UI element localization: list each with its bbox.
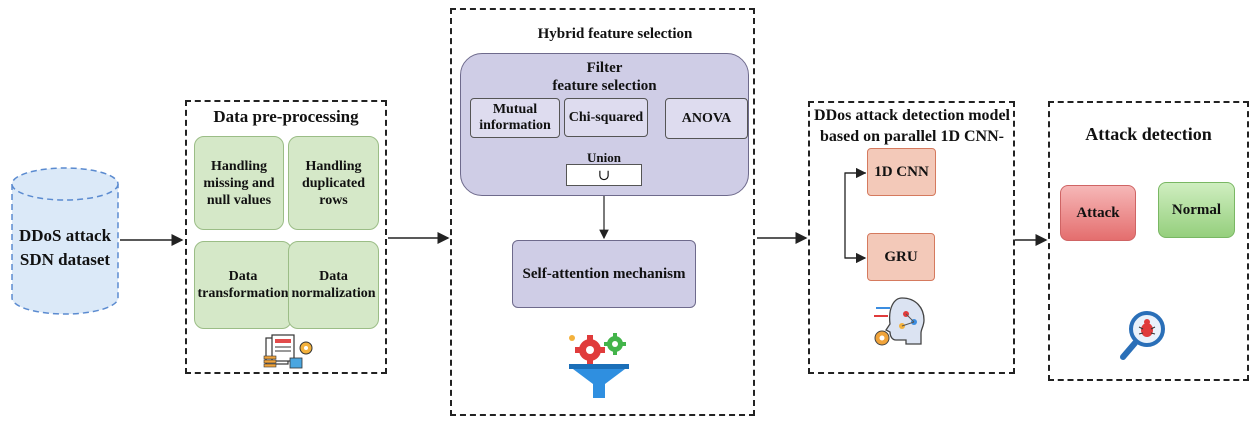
- hybrid-title: Hybrid feature selection: [537, 26, 693, 42]
- method-anova: ANOVA: [665, 98, 748, 139]
- dataset-cylinder: DDoS attack SDN dataset: [10, 166, 120, 316]
- normal-box: Normal: [1158, 182, 1235, 238]
- ai-head-icon: [874, 297, 925, 346]
- model-panel: [808, 101, 1015, 374]
- branch-1d-cnn: 1D CNN: [867, 148, 936, 196]
- dataset-label-line2: SDN dataset: [19, 250, 111, 269]
- union-symbol: ∪: [597, 167, 611, 184]
- attack-box: Attack: [1060, 185, 1136, 241]
- method-chi-squared: Chi-squared: [564, 98, 648, 137]
- documents-gear-icon: [263, 334, 313, 369]
- preproc-item-transformation: Data transformation: [194, 241, 292, 329]
- preprocessing-panel: [185, 100, 387, 374]
- database-cylinder-icon: [11, 167, 119, 315]
- preproc-item-missing: Handling missing and null values: [194, 136, 284, 230]
- union-label: Union: [587, 150, 621, 165]
- detection-panel: [1048, 101, 1249, 381]
- filter-title-line2: feature selection: [552, 78, 657, 94]
- hybrid-panel: [450, 8, 755, 416]
- preprocessing-title: Data pre-processing: [213, 107, 359, 126]
- branch-gru: GRU: [867, 233, 935, 281]
- detection-title: Attack detection: [1085, 124, 1212, 144]
- self-attention-box: Self-attention mechanism: [512, 240, 696, 308]
- union-symbol-box: ∪: [566, 164, 642, 186]
- preproc-item-duplicated: Handling duplicated rows: [288, 136, 379, 230]
- method-mutual-information: Mutual information: [470, 98, 560, 138]
- dataset-label-line1: DDoS attack: [18, 226, 112, 245]
- magnifier-bug-icon: [1120, 311, 1165, 360]
- gear-funnel-icon: [569, 333, 629, 398]
- filter-title-line1: Filter: [586, 60, 623, 76]
- preproc-item-normalization: Data normalization: [288, 241, 379, 329]
